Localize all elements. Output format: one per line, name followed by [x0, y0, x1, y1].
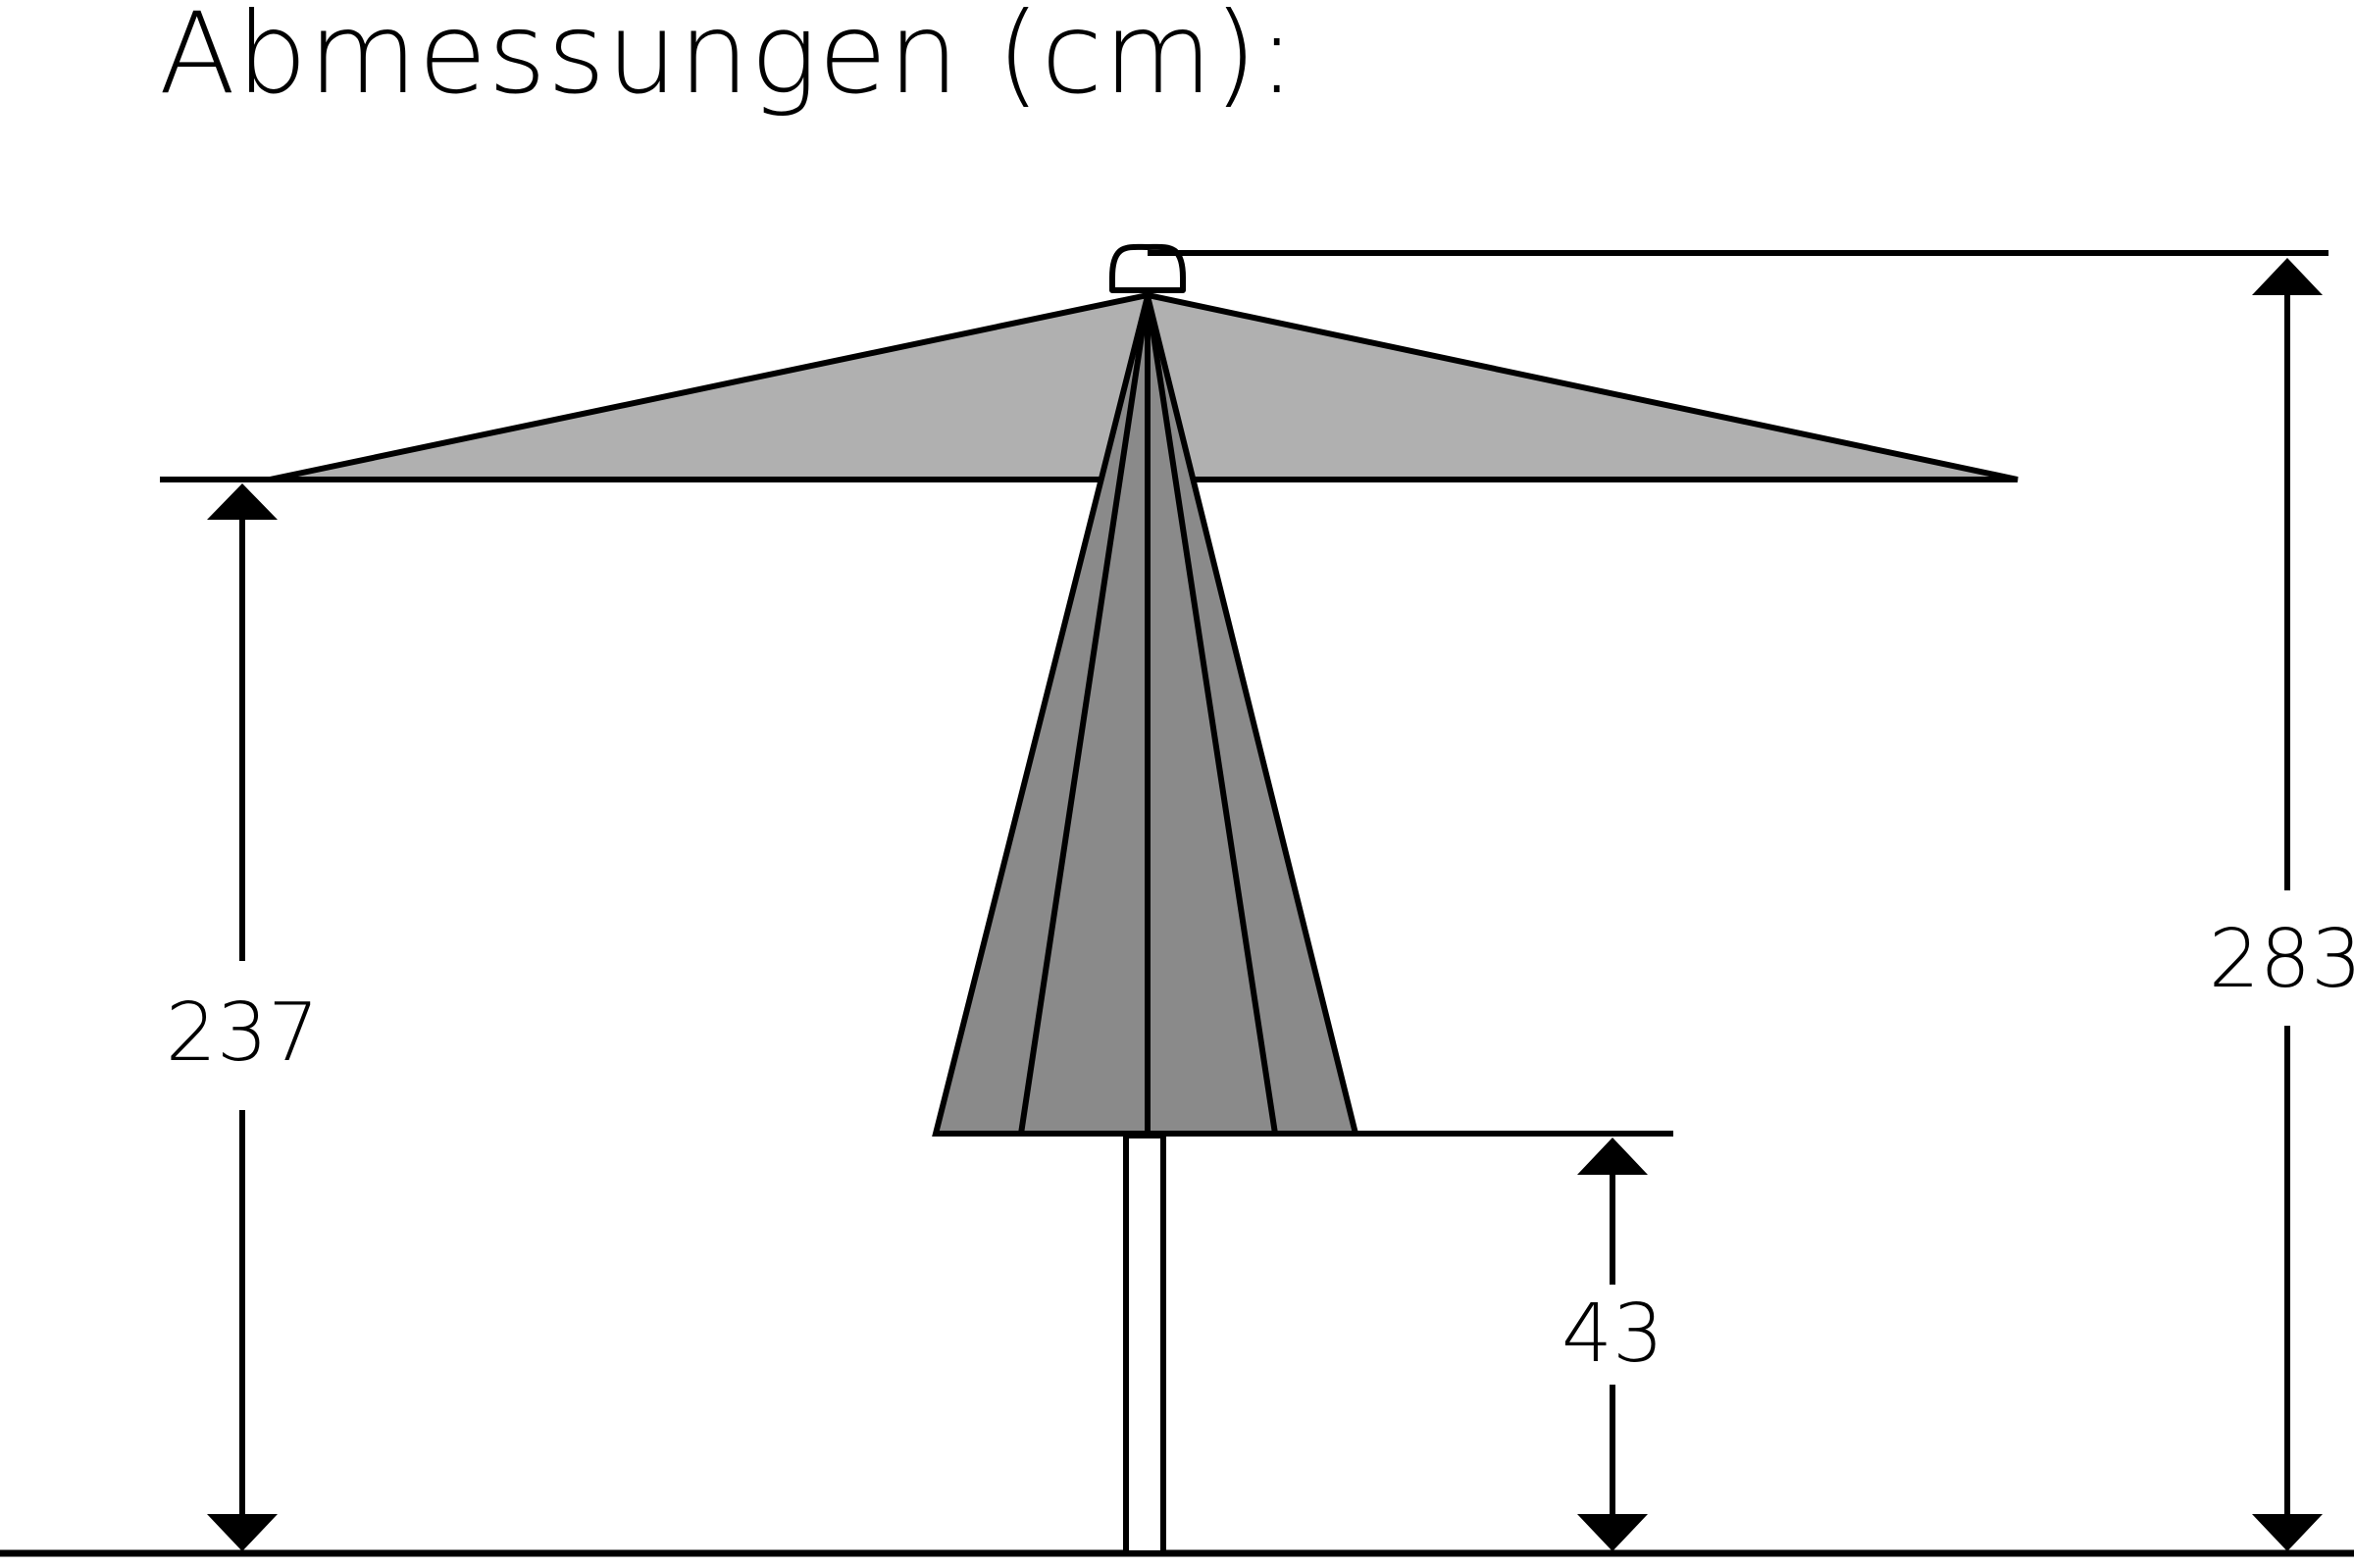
arrow-up-icon: [2252, 258, 2323, 295]
dimension-43: 43: [1561, 1138, 1663, 1551]
canopy-fold-right: [1145, 295, 1278, 1135]
arrow-down-icon: [1577, 1514, 1648, 1551]
dimension-label-237: 237: [166, 986, 320, 1080]
arrow-down-icon: [207, 1514, 278, 1551]
arrow-up-icon: [1577, 1138, 1648, 1175]
dimension-283: 283: [2209, 258, 2354, 1551]
arrow-down-icon: [2252, 1514, 2323, 1551]
page-title: Abmessungen (cm):: [159, 0, 1297, 119]
umbrella-pole: [1123, 1133, 1166, 1556]
dimension-237: 237: [166, 483, 320, 1551]
umbrella-finial: [1109, 243, 1186, 293]
dimension-label-283: 283: [2209, 913, 2354, 1006]
arrow-up-icon: [207, 483, 278, 520]
dimension-label-43: 43: [1561, 1288, 1663, 1381]
canopy-fold-left: [1018, 295, 1151, 1135]
